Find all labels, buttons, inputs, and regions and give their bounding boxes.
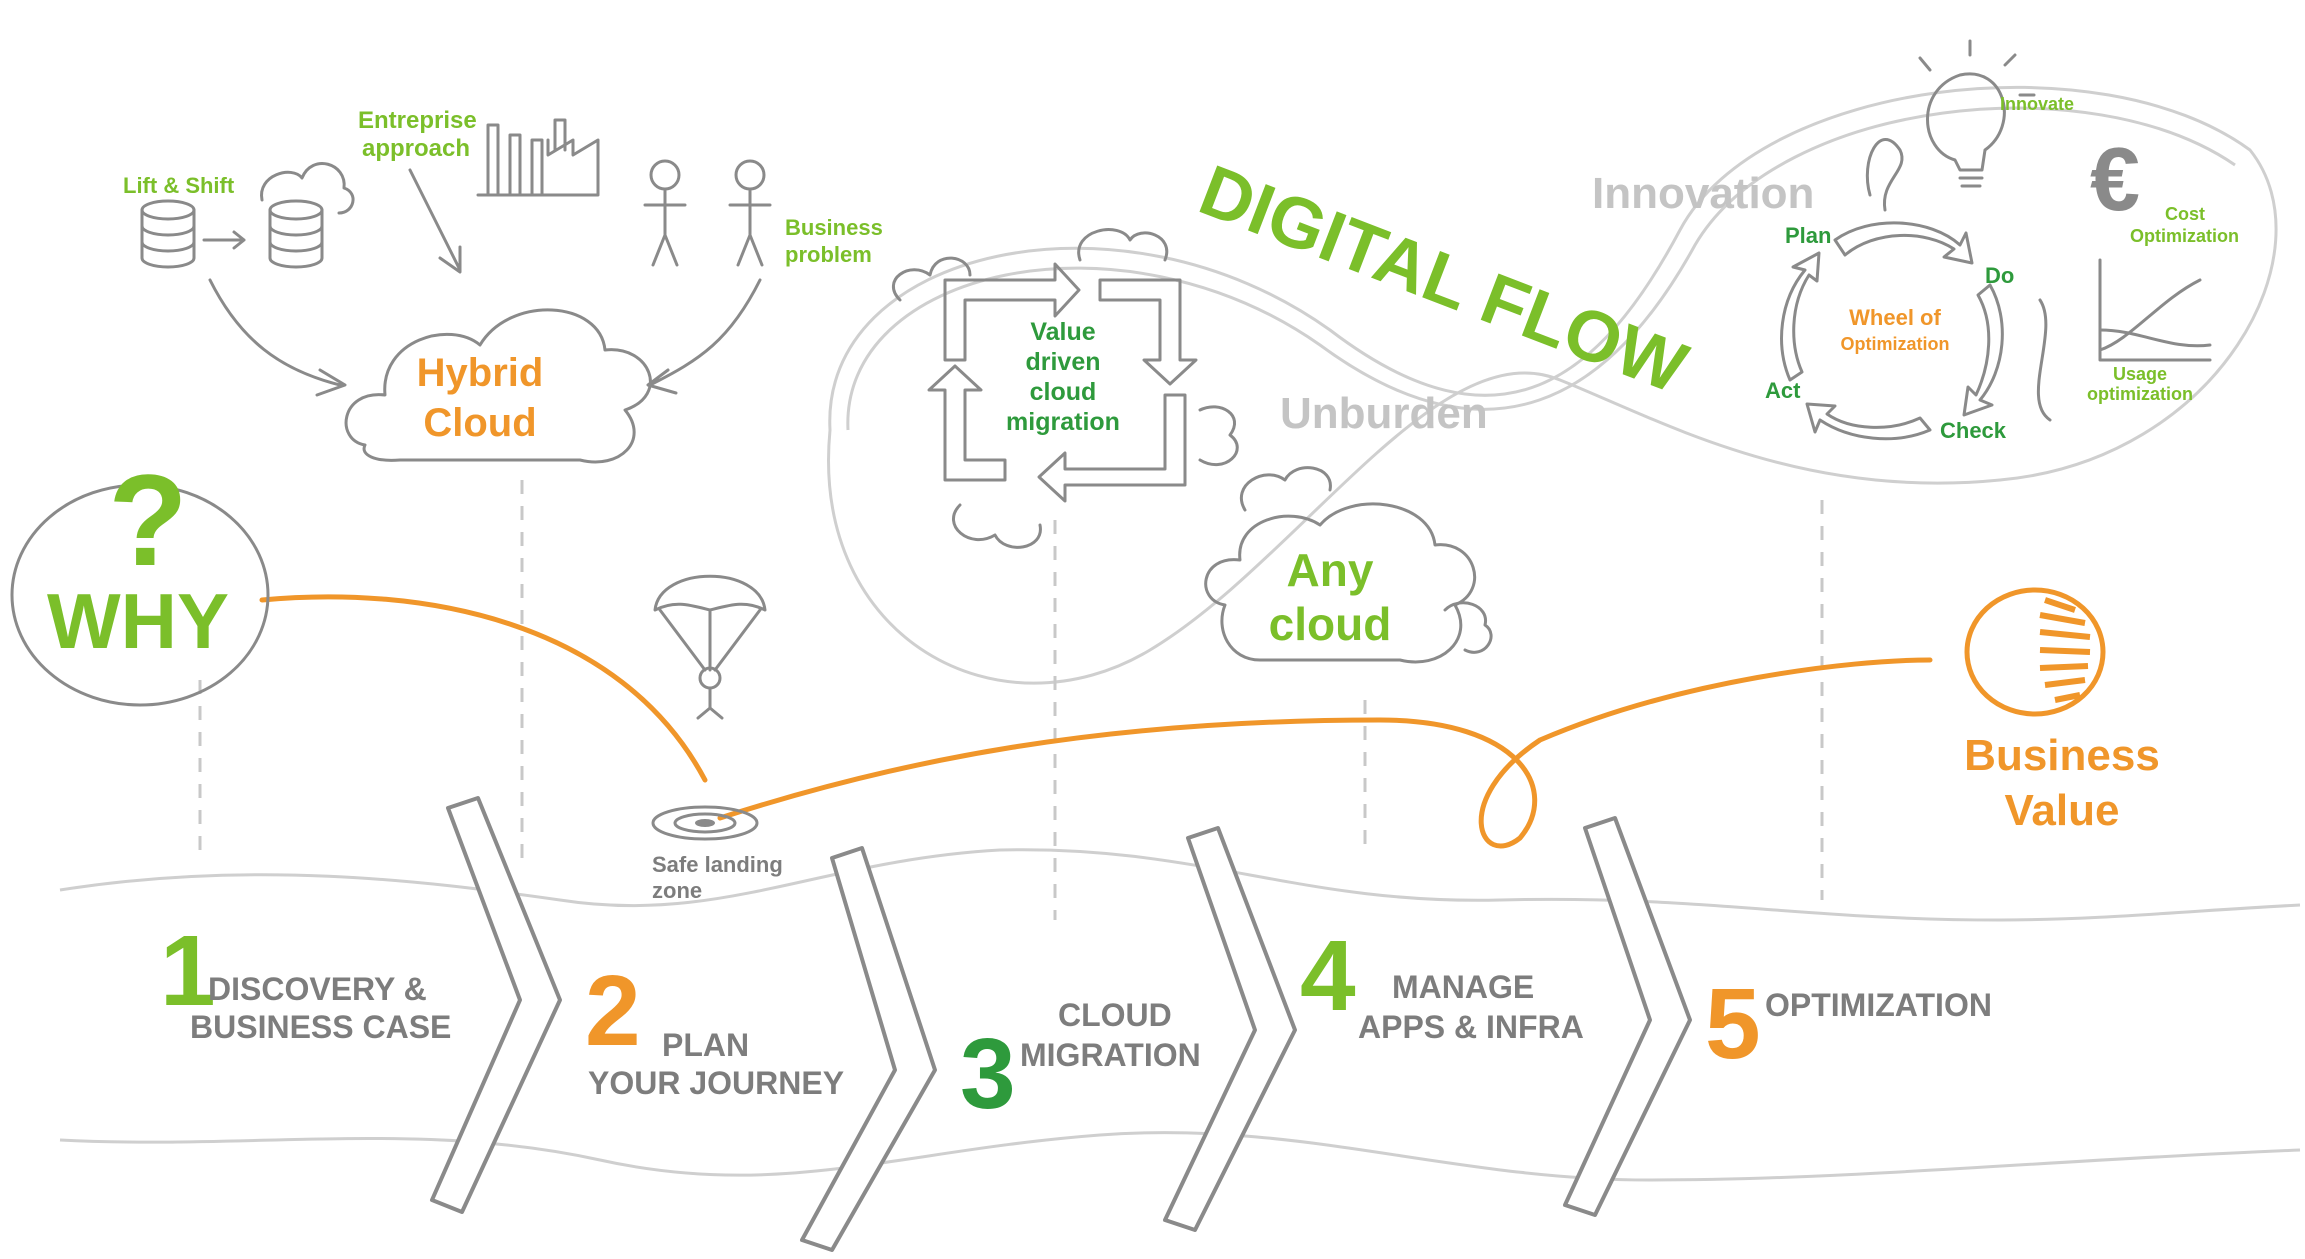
innovation-title: Innovation xyxy=(1592,169,1814,218)
why-label: WHY xyxy=(47,577,229,665)
enterprise-label-2: approach xyxy=(362,135,470,162)
why-bubble xyxy=(10,483,270,707)
factory-icon xyxy=(476,118,600,197)
step-1: 1 DISCOVERY & BUSINESS CASE xyxy=(160,915,451,1045)
value-driven-label-4: migration xyxy=(1006,408,1120,436)
lightbulb-icon xyxy=(1865,39,2036,212)
business-problem-label-1: Business xyxy=(785,215,883,240)
step-2: 2 PLAN YOUR JOURNEY xyxy=(585,955,844,1101)
hybrid-cloud-title-2: Cloud xyxy=(423,401,536,445)
business-value-label-2: Value xyxy=(2005,786,2120,835)
step-label-line1: MANAGE xyxy=(1392,969,1534,1005)
target-icon xyxy=(651,805,759,841)
wheel-label-2: Optimization xyxy=(1841,334,1950,354)
value-driven-label-3: cloud xyxy=(1030,378,1097,406)
step-label-line2: YOUR JOURNEY xyxy=(588,1065,844,1101)
euro-icon: € xyxy=(2090,130,2140,230)
journey-line-2 xyxy=(717,657,1933,849)
chevron-3 xyxy=(1163,826,1297,1232)
step-3: 3 CLOUD MIGRATION xyxy=(960,997,1201,1130)
cost-label-1: Cost xyxy=(2165,204,2205,224)
graph-icon xyxy=(2036,258,2212,422)
any-cloud-title-2: cloud xyxy=(1269,598,1392,650)
any-cloud-title-1: Any xyxy=(1287,544,1374,596)
check-label: Check xyxy=(1940,418,2007,443)
ribbon-bottom xyxy=(59,1131,2301,1182)
innovate-label: Innovate xyxy=(2000,94,2074,114)
business-value-label-1: Business xyxy=(1964,731,2160,780)
step-4: 4 MANAGE APPS & INFRA xyxy=(1300,920,1584,1045)
unburden-label: Unburden xyxy=(1280,389,1488,438)
journey-line xyxy=(259,594,708,783)
wheel-label-1: Wheel of xyxy=(1849,305,1941,330)
plan-label: Plan xyxy=(1785,223,1831,248)
safe-landing-label-2: zone xyxy=(652,878,702,903)
step-5: 5 OPTIMIZATION xyxy=(1705,968,1992,1080)
usage-label-2: optimization xyxy=(2087,384,2193,404)
arrow-icon xyxy=(208,278,347,397)
value-driven-label-2: driven xyxy=(1025,348,1100,376)
step-label-line2: MIGRATION xyxy=(1020,1037,1201,1073)
lift-shift-label: Lift & Shift xyxy=(123,173,235,198)
arrow-icon xyxy=(408,168,462,274)
step-number: 4 xyxy=(1300,920,1356,1032)
chevron-1 xyxy=(430,796,562,1214)
usage-label-1: Usage xyxy=(2113,364,2167,384)
act-label: Act xyxy=(1765,378,1801,403)
step-label-line1: OPTIMIZATION xyxy=(1765,987,1992,1023)
step-number: 1 xyxy=(160,915,216,1027)
step-label-line2: BUSINESS CASE xyxy=(190,1009,451,1045)
arrow-icon xyxy=(646,278,762,395)
chevron-4 xyxy=(1563,816,1692,1217)
step-number: 3 xyxy=(960,1018,1016,1130)
step-label-line1: DISCOVERY & xyxy=(208,971,427,1007)
hybrid-cloud-title-1: Hybrid xyxy=(417,351,544,395)
chevron-2 xyxy=(800,846,937,1252)
value-target-icon xyxy=(1964,587,2106,717)
step-label-line1: CLOUD xyxy=(1058,997,1172,1033)
step-label-line2: APPS & INFRA xyxy=(1358,1009,1584,1045)
value-driven-label-1: Value xyxy=(1030,318,1095,346)
ribbon-top xyxy=(59,848,2301,922)
any-cloud-shape xyxy=(1204,502,1477,664)
people-icon xyxy=(643,159,772,267)
parachute-icon xyxy=(653,574,767,720)
business-problem-label-2: problem xyxy=(785,242,872,267)
database-icon xyxy=(140,162,355,269)
why-question-mark: ? xyxy=(108,447,187,593)
cost-label-2: Optimization xyxy=(2130,226,2239,246)
infinity-loop xyxy=(827,85,2278,685)
step-number: 5 xyxy=(1705,968,1761,1080)
safe-landing-label-1: Safe landing xyxy=(652,852,783,877)
do-label: Do xyxy=(1985,263,2014,288)
step-number: 2 xyxy=(585,955,641,1067)
step-label-line1: PLAN xyxy=(662,1027,749,1063)
hybrid-cloud-shape xyxy=(344,308,652,464)
enterprise-label-1: Entreprise xyxy=(358,107,477,134)
wheel-icon xyxy=(1780,221,2004,441)
migration-cycle-icon xyxy=(892,228,1239,549)
